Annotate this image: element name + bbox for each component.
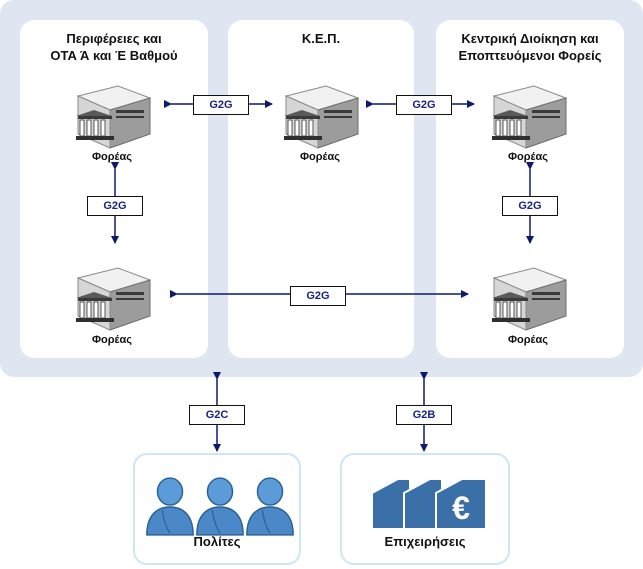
citizens-label: Πολίτες bbox=[193, 534, 241, 549]
panel-regions-title: Περιφέρειες και ΟΤΑ Ά και Έ Βαθμού bbox=[20, 30, 208, 64]
businesses-box: € Επιχειρήσεις bbox=[340, 453, 510, 565]
server-icon bbox=[490, 80, 568, 150]
link-tag-businesses: G2B bbox=[396, 405, 452, 425]
person-icon bbox=[243, 475, 297, 537]
panel-kep-title: Κ.Ε.Π. bbox=[228, 30, 414, 47]
node-label-left-top: Φορέας bbox=[92, 151, 132, 163]
link-tag-left-vertical: G2G bbox=[87, 196, 143, 216]
node-label-left-bottom: Φορέας bbox=[92, 334, 132, 346]
panel-central-title: Κεντρική Διοίκηση και Εποπτευόμενοι Φορε… bbox=[436, 30, 624, 64]
link-tag-bottom-horizontal: G2G bbox=[290, 286, 346, 306]
person-icon bbox=[193, 475, 247, 537]
link-tag-right-vertical: G2G bbox=[502, 196, 558, 216]
node-label-right-bottom: Φορέας bbox=[508, 334, 548, 346]
panel-central-title-line2: Εποπτευόμενοι Φορείς bbox=[458, 48, 602, 63]
server-icon bbox=[74, 80, 152, 150]
link-tag-center-right: G2G bbox=[396, 95, 452, 115]
node-label-center: Φορέας bbox=[300, 151, 340, 163]
link-tag-citizens: G2C bbox=[189, 405, 245, 425]
link-tag-left-center: G2G bbox=[193, 95, 249, 115]
citizens-box: Πολίτες bbox=[133, 453, 301, 565]
server-icon bbox=[74, 262, 152, 332]
panel-kep-title-line1: Κ.Ε.Π. bbox=[301, 31, 341, 46]
person-icon bbox=[143, 475, 197, 537]
business-building-icon: € bbox=[371, 478, 487, 530]
panel-regions-title-line2: ΟΤΑ Ά και Έ Βαθμού bbox=[50, 48, 178, 63]
panel-regions-title-line1: Περιφέρειες και bbox=[66, 31, 162, 46]
panel-central-title-line1: Κεντρική Διοίκηση και bbox=[461, 31, 599, 46]
businesses-label: Επιχειρήσεις bbox=[384, 534, 466, 549]
server-icon bbox=[282, 80, 360, 150]
server-icon bbox=[490, 262, 568, 332]
euro-symbol: € bbox=[452, 490, 470, 526]
node-label-right-top: Φορέας bbox=[508, 151, 548, 163]
